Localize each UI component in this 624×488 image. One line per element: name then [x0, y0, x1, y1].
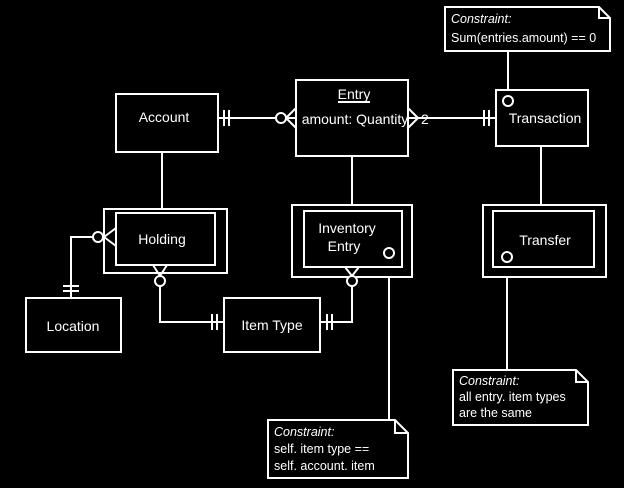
inventory-constraint-anchor [383, 247, 395, 259]
entry-title: Entry [338, 86, 371, 102]
holding-label: Holding [138, 231, 185, 247]
transaction-entity: Transaction [495, 89, 589, 147]
inventory-entry-label-line1: Inventory [318, 220, 376, 236]
cardinality-marks: 2 [63, 95, 514, 330]
transfer-entity: Transfer [482, 204, 607, 278]
transfer-constraint-line2: are the same [459, 406, 532, 420]
account-one-mark [223, 110, 230, 126]
entry-attribute: amount: Quantity [302, 111, 409, 127]
location-label: Location [47, 318, 100, 334]
inventory-constraint-heading: Constraint: [274, 425, 334, 439]
transfer-label: Transfer [519, 232, 571, 248]
itemtype-left-one-mark [211, 314, 218, 330]
inventory-constraint-note: Constraint: self. item type == self. acc… [267, 419, 409, 479]
multiplicity-two: 2 [421, 111, 429, 127]
location-one-mark [63, 285, 79, 292]
transfer-constraint-line1: all entry. item types [459, 390, 566, 404]
transaction-one-mark [483, 110, 490, 126]
transaction-constraint-line1: Sum(entries.amount) == 0 [451, 31, 596, 45]
inventory-entry-entity: Inventory Entry [291, 204, 413, 278]
entry-many-mark-right [407, 107, 419, 129]
account-label: Account [139, 109, 190, 125]
transfer-constraint-heading: Constraint: [459, 374, 519, 388]
holding-location-mark [92, 227, 117, 247]
account-entity: Account [115, 93, 219, 153]
holding-itemtype-mark [152, 264, 168, 287]
transfer-constraint-note: Constraint: all entry. item types are th… [452, 369, 589, 426]
itemtype-right-one-mark [326, 314, 333, 330]
inventory-constraint-line2: self. account. item [274, 459, 375, 473]
holding-entity: Holding [103, 208, 228, 274]
inventory-itemtype-mark [344, 266, 360, 287]
entry-entity: Entry amount: Quantity [295, 79, 409, 157]
inventory-constraint-line1: self. item type == [274, 442, 369, 456]
transfer-constraint-anchor [501, 251, 513, 263]
location-entity: Location [25, 297, 122, 353]
transaction-constraint-anchor [502, 95, 514, 107]
entry-many-mark-left [275, 107, 297, 129]
transaction-label: Transaction [509, 110, 582, 126]
transaction-constraint-note: Constraint: Sum(entries.amount) == 0 [444, 6, 611, 52]
inventory-entry-label-line2: Entry [328, 238, 361, 254]
transaction-constraint-heading: Constraint: [451, 12, 511, 26]
item-type-label: Item Type [241, 317, 302, 333]
item-type-entity: Item Type [223, 297, 321, 353]
